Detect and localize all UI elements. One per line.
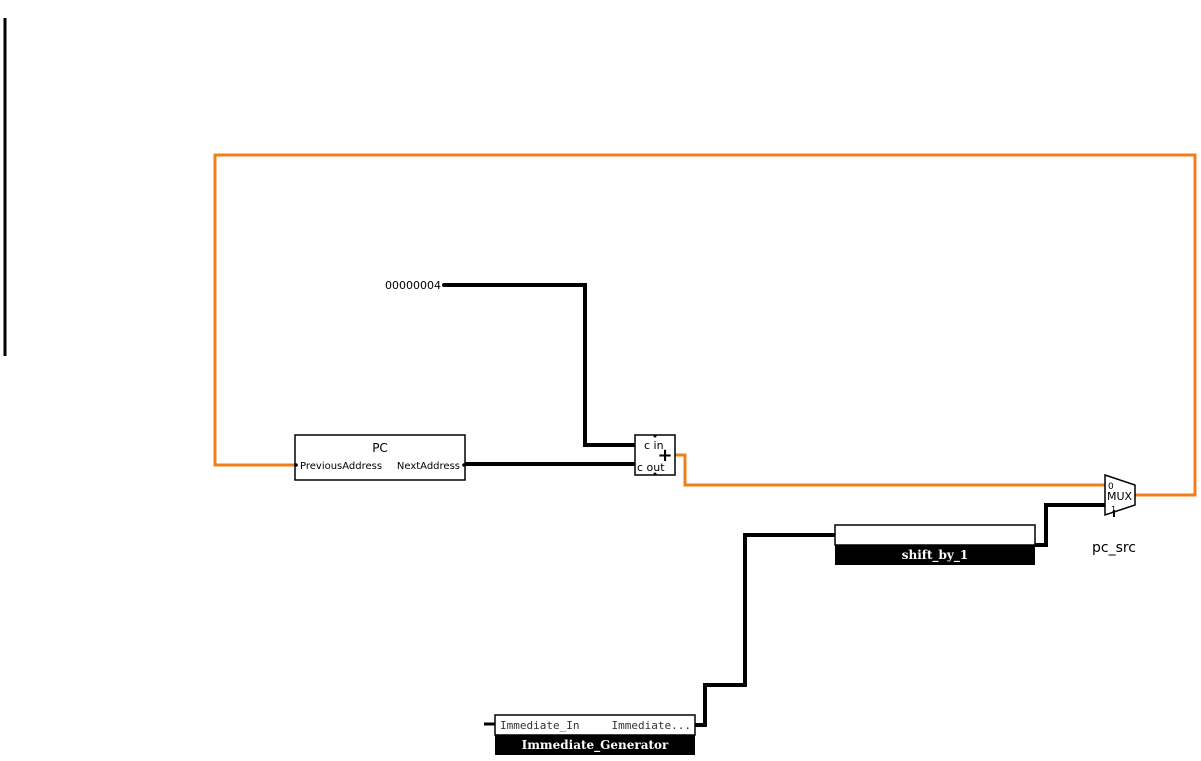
pc-box[interactable]	[294, 434, 466, 481]
pc-output-pin[interactable]	[462, 463, 466, 467]
wire-immgen-to-shift[interactable]	[695, 533, 835, 727]
adder-component[interactable]: c in c out +	[634, 434, 676, 476]
pc-input-pin[interactable]	[294, 463, 298, 467]
wire-adder-to-mux[interactable]	[675, 453, 1105, 487]
shift-name: shift_by_1	[902, 548, 968, 563]
mux-body[interactable]	[1104, 473, 1136, 517]
constant-output-pin[interactable]	[442, 283, 446, 287]
adder-port-c-in: c in	[644, 439, 664, 452]
adder-bottom-pin	[653, 472, 657, 476]
immgen-port-out: Immediate...	[612, 719, 691, 732]
mux-input-0-label: 0	[1108, 482, 1114, 492]
constant-value[interactable]: 00000004	[385, 279, 441, 292]
shift-box[interactable]	[834, 524, 1036, 546]
wire-shift-to-mux[interactable]	[1035, 503, 1105, 547]
immgen-banner	[495, 735, 695, 755]
adder-top-pin	[653, 434, 657, 438]
immgen-port-in: Immediate_In	[500, 719, 579, 732]
adder-port-c-out: c out	[637, 461, 665, 474]
immgen-component[interactable]: Immediate_In Immediate... Immediate_Gene…	[494, 714, 696, 755]
mux-component[interactable]: 0 MUX 1	[1104, 473, 1136, 517]
plus-icon: +	[657, 445, 672, 466]
immgen-name: Immediate_Generator	[522, 738, 669, 753]
mux-input-1-label: 1	[1111, 505, 1116, 514]
wire-constant-to-adder[interactable]	[445, 283, 635, 447]
pc-component[interactable]: PC PreviousAddress NextAddress	[294, 434, 466, 481]
shift-component[interactable]: shift_by_1	[834, 524, 1036, 565]
wire-mux-to-pc[interactable]	[213, 153, 1197, 497]
mux-name-pc-src: pc_src	[1092, 540, 1136, 556]
shift-banner	[835, 545, 1035, 565]
pc-port-next-address: NextAddress	[397, 461, 460, 472]
mux-label: MUX	[1107, 490, 1133, 503]
pc-title: PC	[372, 441, 388, 455]
pc-port-previous-address: PreviousAddress	[300, 461, 382, 472]
